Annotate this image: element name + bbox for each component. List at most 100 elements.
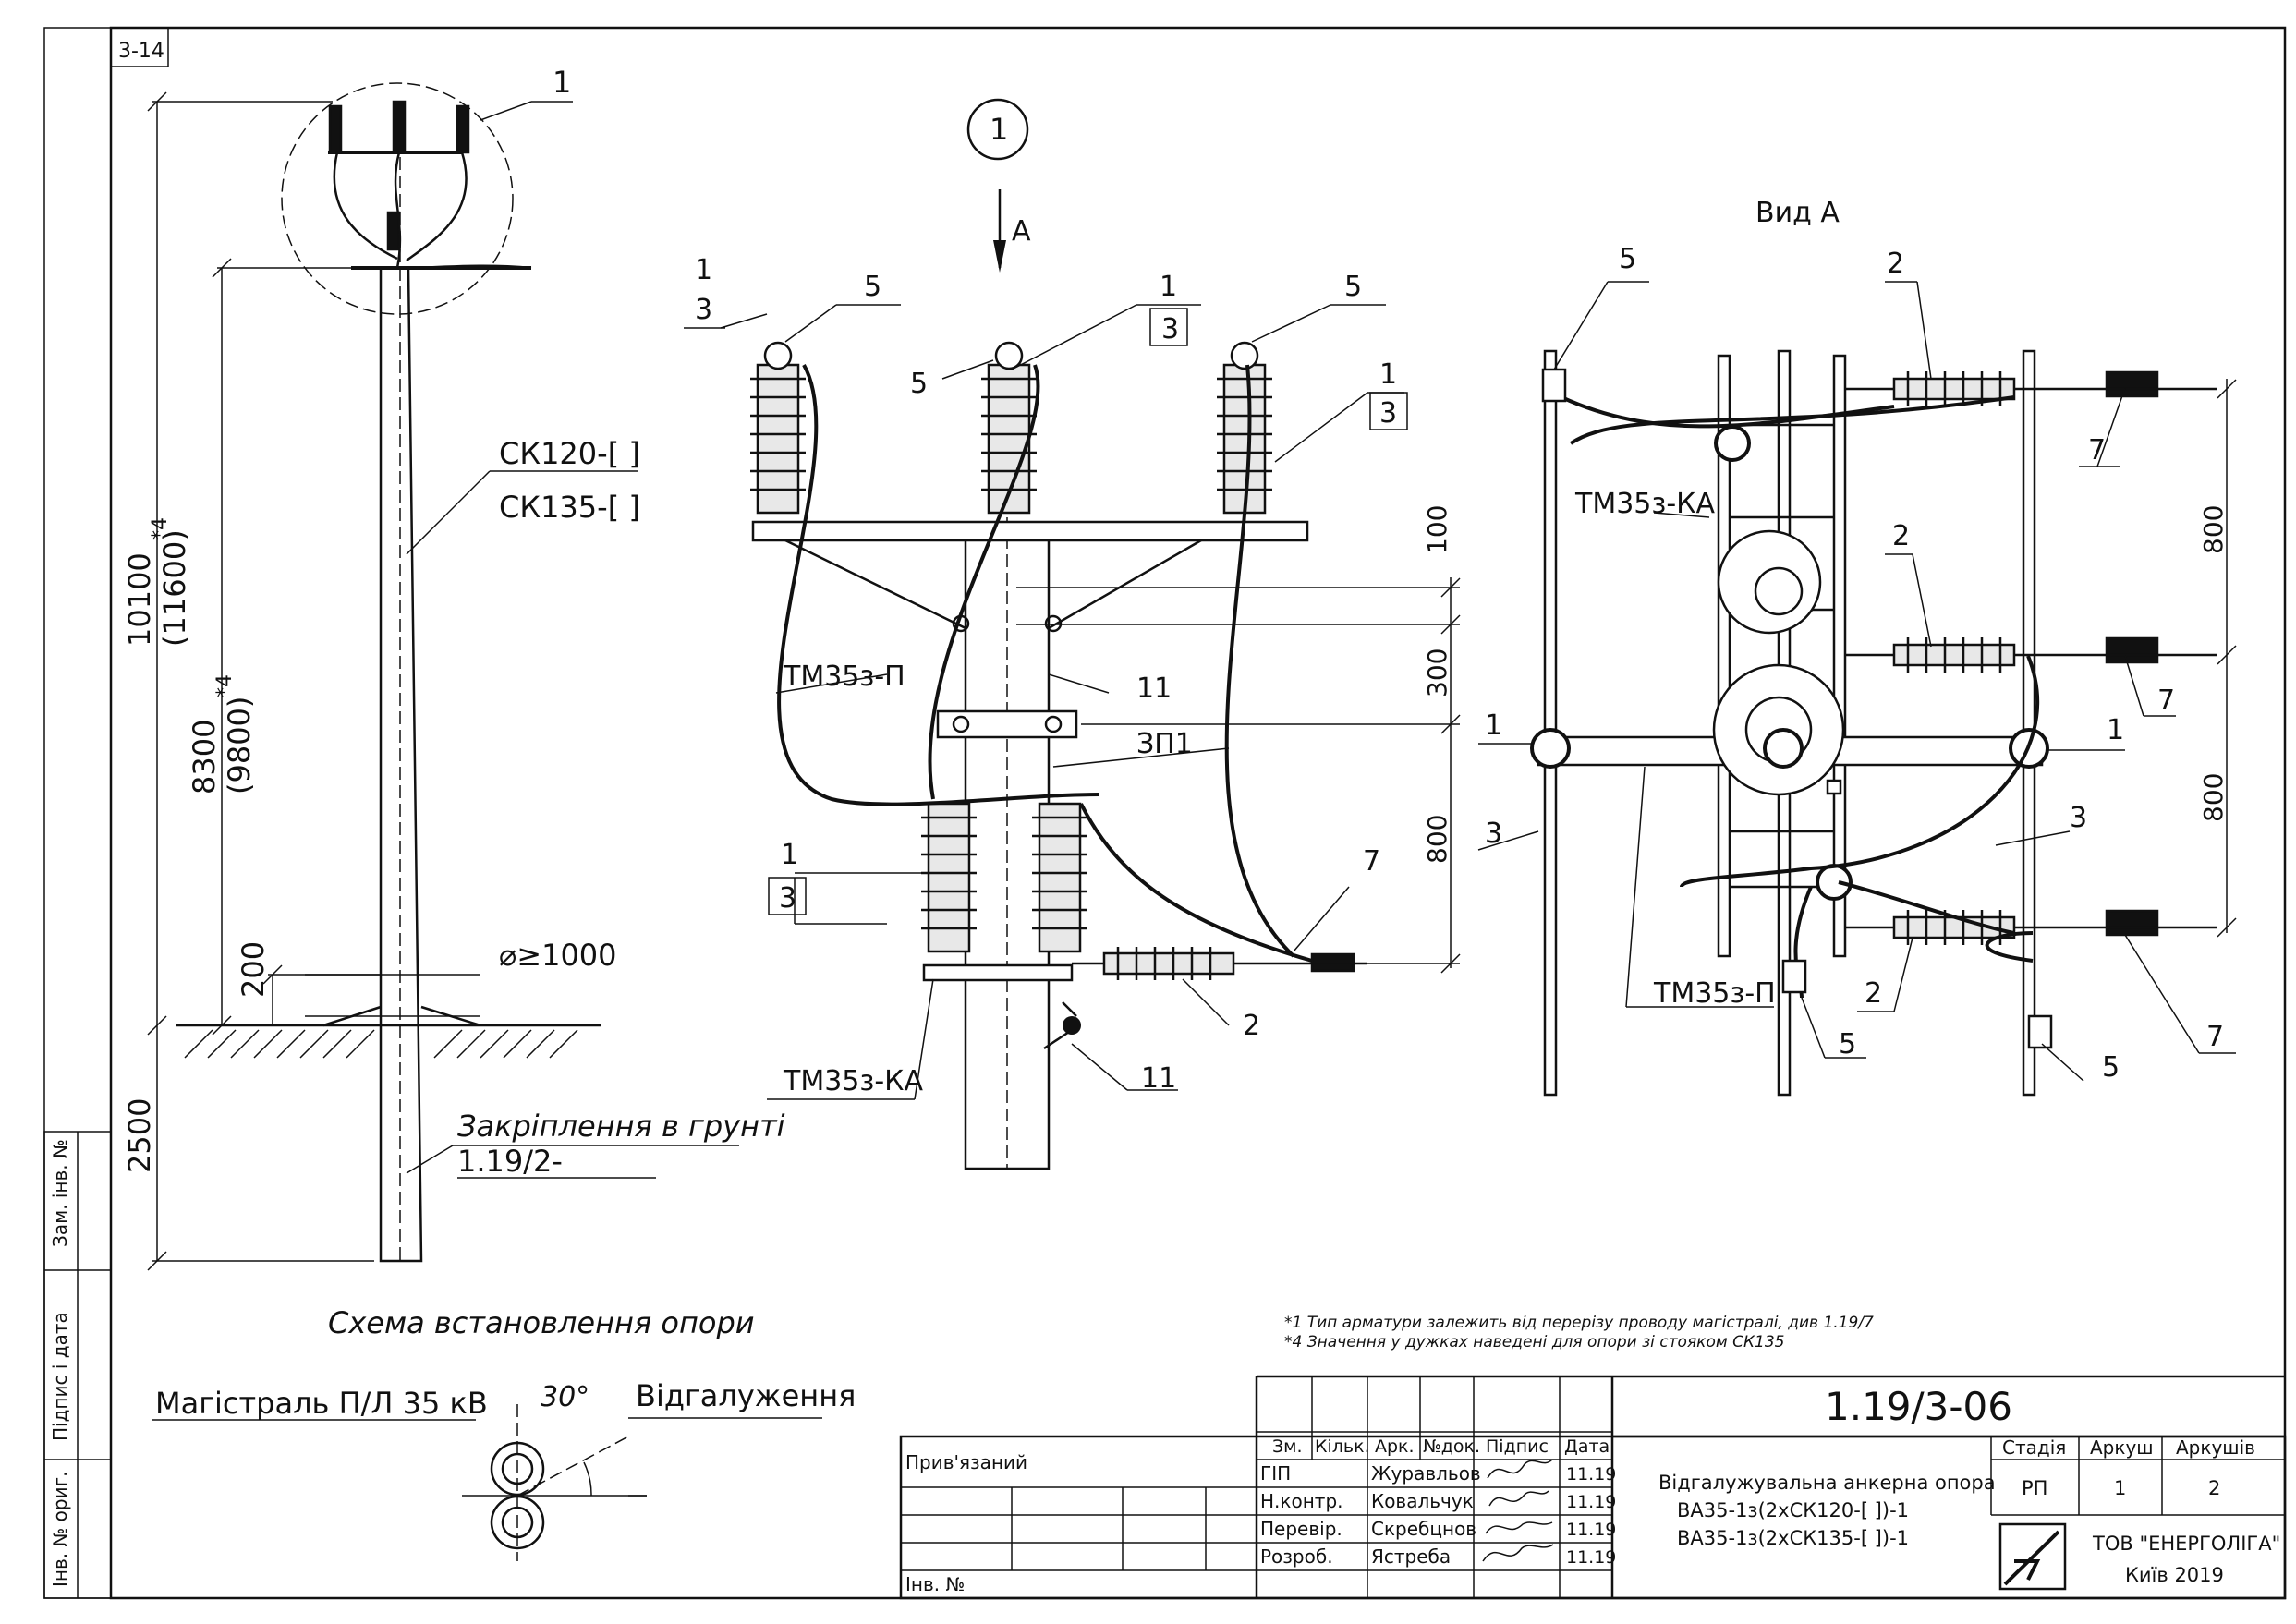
dim-2500: 2500 [122, 1098, 157, 1173]
detail-label-1d: 1 [781, 839, 798, 871]
side-label-replace: Зам. інв. № [49, 1139, 71, 1247]
view-a-label-5b: 5 [1839, 1028, 1856, 1060]
tb-role-3: Розроб. [1260, 1545, 1333, 1568]
tb-date-1: 11.19 [1566, 1492, 1616, 1512]
detail-label-1c: 1 [1379, 358, 1397, 391]
detail-label-1b: 1 [1160, 271, 1177, 303]
view-a-label-1b: 1 [2107, 714, 2124, 746]
dim-8300: 8300 [187, 720, 222, 794]
detail-label-zp1: ЗП1 [1136, 728, 1193, 760]
tb-desc-2: ВА35-1з(2хСК135-[ ])-1 [1677, 1527, 1909, 1549]
detail-label-5a: 5 [864, 271, 881, 303]
detail-label-11b: 11 [1141, 1062, 1176, 1095]
label-branch: Відгалуження [636, 1378, 856, 1413]
tb-name-2: Скребцнов [1371, 1518, 1476, 1540]
signatures [1482, 1459, 1554, 1562]
view-a-label-tm-p: ТМ35з-П [1653, 977, 1776, 1010]
detail-circle-1 [281, 82, 514, 315]
tb-h-change: Зм. [1272, 1436, 1303, 1457]
view-a-label-tm-ka: ТМ35з-КА [1574, 488, 1715, 520]
view-arrow-label: A [1012, 215, 1031, 248]
detail-label-1a: 1 [695, 254, 712, 286]
dim-100: 100 [1422, 505, 1452, 554]
tb-date-2: 11.19 [1566, 1520, 1616, 1540]
side-label-orig: Інв. № ориг. [49, 1472, 71, 1587]
direction-scheme: Магістраль П/Л 35 кВ 30° Відгалуження [152, 1378, 856, 1561]
tb-desc-1: ВА35-1з(2хСК120-[ ])-1 [1677, 1499, 1909, 1521]
label-mainline: Магістраль П/Л 35 кВ [155, 1386, 488, 1421]
tb-h-sign: Підпис [1486, 1436, 1549, 1457]
tb-h-sheet: Арк. [1375, 1436, 1415, 1457]
view-a-label-7a: 7 [2088, 434, 2106, 467]
view-a-title: Вид А [1755, 197, 1840, 229]
detail-label-3b: 3 [1161, 313, 1179, 345]
scheme-title: Схема встановлення опори [328, 1305, 755, 1340]
detail-label-3a: 3 [695, 294, 712, 326]
view-a-label-5a: 5 [1619, 243, 1636, 275]
star4-b: *4 [213, 674, 237, 697]
tb-bound: Прив'язаний [905, 1451, 1027, 1473]
label-ground-fix: Закріплення в грунті [457, 1109, 785, 1144]
label-diameter: ⌀≥1000 [499, 938, 617, 973]
detail-label-3c: 3 [1379, 397, 1397, 430]
scheme-callout-1: 1 [553, 65, 571, 100]
view-a-label-2c: 2 [1865, 977, 1882, 1010]
detail-label-5b: 5 [910, 368, 928, 400]
tb-city: Київ 2019 [2125, 1564, 2224, 1586]
detail-circle-label: 1 [990, 112, 1008, 147]
view-a-label-7b: 7 [2157, 685, 2175, 717]
pole-shaft [379, 266, 423, 1263]
note-2: *4 Значення у дужках наведені для опори … [1284, 1333, 1784, 1351]
tb-sheets-h: Аркушів [2176, 1436, 2255, 1459]
side-label-sign: Підпис і дата [49, 1312, 71, 1441]
tb-name-3: Ястреба [1371, 1545, 1451, 1568]
view-a-label-3a: 3 [1485, 818, 1502, 850]
label-ck135: СК135-[ ] [499, 490, 640, 525]
label-ck120: СК120-[ ] [499, 436, 640, 471]
company-logo [1998, 1522, 2067, 1591]
tb-sheet: 1 [2114, 1477, 2126, 1499]
dim-10100: 10100 [122, 552, 157, 647]
tb-stage: РП [2022, 1477, 2047, 1499]
dim-11600: (11600) [157, 529, 192, 647]
view-a-dim-800-top: 800 [2198, 505, 2229, 554]
detail-label-2: 2 [1243, 1010, 1260, 1042]
tb-h-qty: Кільк. [1315, 1436, 1370, 1457]
view-a-label-2b: 2 [1892, 520, 1910, 552]
insulators-bottom [921, 802, 1367, 980]
dim-800: 800 [1422, 815, 1452, 864]
tb-date-3: 11.19 [1566, 1547, 1616, 1568]
tb-sheet-h: Аркуш [2090, 1436, 2154, 1459]
tb-name-1: Ковальчук [1371, 1490, 1474, 1512]
tb-desc-0: Відгалужувальна анкерна опора [1658, 1472, 1996, 1494]
detail-view: 1 A [684, 98, 1461, 1170]
view-a-label-1a: 1 [1485, 709, 1502, 742]
tb-role-0: ГІП [1260, 1462, 1291, 1485]
tb-date-0: 11.19 [1566, 1464, 1616, 1485]
note-1: *1 Тип арматури залежить від перерізу пр… [1284, 1314, 1874, 1332]
view-a-dim-800-bot: 800 [2198, 773, 2229, 822]
label-angle: 30° [541, 1381, 589, 1413]
view-a-label-3b: 3 [2070, 802, 2087, 834]
pole-scheme: 1 СК120-[ ] СК135-[ ] [122, 65, 785, 1340]
tb-h-doc: №док. [1423, 1436, 1480, 1457]
tb-inv: Інв. № [905, 1573, 965, 1595]
tb-name-0: Журавльов [1371, 1462, 1481, 1485]
detail-label-7: 7 [1363, 845, 1380, 878]
view-a-label-5c: 5 [2102, 1051, 2120, 1084]
detail-label-tm-ka: ТМ35з-КА [783, 1065, 923, 1097]
detail-label-11a: 11 [1136, 673, 1172, 705]
tb-stage-h: Стадія [2002, 1436, 2066, 1459]
detail-label-3d: 3 [779, 882, 796, 915]
view-a: Вид А [1477, 197, 2237, 1097]
tb-h-date: Дата [1564, 1436, 1610, 1457]
view-a-label-7c: 7 [2206, 1021, 2224, 1053]
dim-300: 300 [1422, 648, 1452, 697]
tb-sheets: 2 [2208, 1477, 2220, 1499]
dim-200: 200 [236, 941, 271, 998]
detail-label-5c: 5 [1344, 271, 1362, 303]
tb-role-1: Н.контр. [1260, 1490, 1343, 1512]
detail-label-tm-p: ТМ35з-П [783, 661, 905, 693]
view-a-label-2a: 2 [1887, 248, 1904, 280]
